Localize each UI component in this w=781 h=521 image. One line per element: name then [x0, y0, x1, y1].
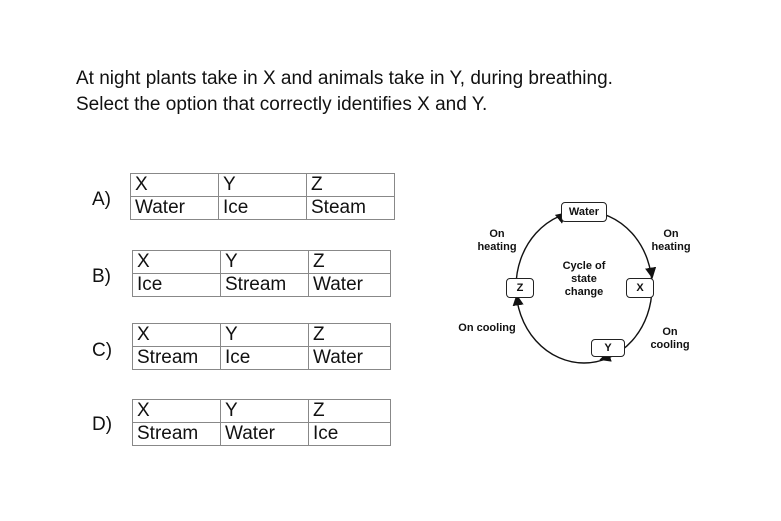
option-d-header-x: X: [132, 399, 221, 423]
option-c-header-x: X: [132, 323, 221, 347]
option-c-value-y: Ice: [220, 346, 309, 370]
option-b-table[interactable]: X Y Z Ice Stream Water: [132, 250, 391, 297]
option-b-value-row: Ice Stream Water: [132, 273, 391, 297]
arrow-right: [645, 266, 657, 279]
option-a-value-x: Water: [130, 196, 219, 220]
option-b-header-z: Z: [308, 250, 391, 274]
option-a-value-y: Ice: [218, 196, 307, 220]
option-b-value-x: Ice: [132, 273, 221, 297]
label-top-left: On heating: [474, 228, 520, 254]
option-c-header-y: Y: [220, 323, 309, 347]
option-a-table[interactable]: X Y Z Water Ice Steam: [130, 173, 395, 220]
option-c-value-x: Stream: [132, 346, 221, 370]
label-top-right-line-2: heating: [651, 241, 691, 253]
option-d-value-y: Water: [220, 422, 309, 446]
option-b-header-x: X: [132, 250, 221, 274]
option-b-letter[interactable]: B): [92, 266, 111, 287]
option-b-header-row: X Y Z: [132, 250, 391, 274]
option-a-header-y: Y: [218, 173, 307, 197]
label-bottom-right: On cooling: [644, 326, 696, 352]
label-top-left-line-1: On: [489, 228, 505, 240]
question-line-1: At night plants take in X and animals ta…: [76, 68, 613, 89]
option-d-value-z: Ice: [308, 422, 391, 446]
x-box: X: [626, 278, 654, 298]
option-c-value-row: Stream Ice Water: [132, 346, 391, 370]
option-a-header-row: X Y Z: [130, 173, 395, 197]
option-a-value-row: Water Ice Steam: [130, 196, 395, 220]
option-a-header-z: Z: [306, 173, 395, 197]
option-c-value-z: Water: [308, 346, 391, 370]
label-bottom-right-line-2: cooling: [650, 339, 690, 351]
cycle-center-label: Cycle of state change: [556, 260, 612, 299]
option-c-letter[interactable]: C): [92, 340, 113, 361]
option-a-value-z: Steam: [306, 196, 395, 220]
question-line-2: Select the option that correctly identif…: [76, 94, 488, 115]
label-top-right: On heating: [644, 228, 698, 254]
option-d-value-row: Stream Water Ice: [132, 422, 391, 446]
option-d-header-z: Z: [308, 399, 391, 423]
water-box: Water: [561, 202, 607, 222]
option-b-header-y: Y: [220, 250, 309, 274]
label-bottom-right-line-1: On: [662, 326, 678, 338]
option-c-table[interactable]: X Y Z Stream Ice Water: [132, 323, 391, 370]
y-box: Y: [591, 339, 625, 357]
arrow-bottom: [599, 351, 612, 362]
option-b-value-z: Water: [308, 273, 391, 297]
option-d-header-row: X Y Z: [132, 399, 391, 423]
option-c-header-row: X Y Z: [132, 323, 391, 347]
option-a-header-x: X: [130, 173, 219, 197]
center-line-2: state: [571, 273, 597, 285]
z-box: Z: [506, 278, 534, 298]
label-top-left-line-2: heating: [477, 241, 517, 253]
label-top-right-line-1: On: [663, 228, 679, 240]
question-text: At night plants take in X and animals ta…: [76, 66, 613, 118]
arrow-left: [512, 294, 524, 307]
option-d-header-y: Y: [220, 399, 309, 423]
option-c-header-z: Z: [308, 323, 391, 347]
center-line-1: Cycle of: [562, 260, 606, 272]
state-change-diagram: Water Z X Y Cycle of state change On hea…: [448, 192, 708, 372]
label-left: On cooling: [458, 322, 516, 334]
option-d-value-x: Stream: [132, 422, 221, 446]
option-d-letter[interactable]: D): [92, 414, 113, 435]
option-a-letter[interactable]: A): [92, 189, 111, 210]
center-line-3: change: [564, 286, 604, 298]
option-d-table[interactable]: X Y Z Stream Water Ice: [132, 399, 391, 446]
option-b-value-y: Stream: [220, 273, 309, 297]
